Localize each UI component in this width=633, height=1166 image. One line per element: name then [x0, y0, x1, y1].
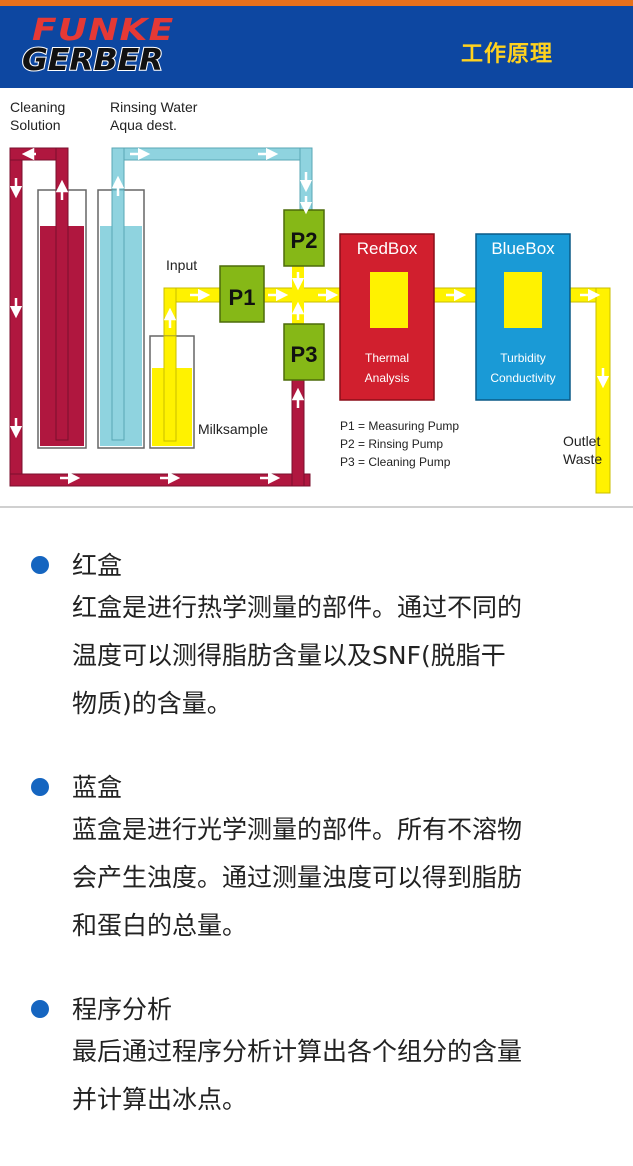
- section-body: 最后通过程序分析计算出各个组分的含量 并计算出冰点。: [72, 1028, 613, 1124]
- legend-p2: P2 = Rinsing Pump: [340, 437, 443, 451]
- milksample-label: Milksample: [198, 421, 268, 437]
- flow-arrows: [9, 147, 610, 485]
- page-title: 工作原理: [460, 42, 553, 67]
- bluebox-sub-2: Conductivity: [490, 371, 555, 385]
- bullet-dot: [31, 778, 49, 796]
- section-line: 和蛋白的总量。: [72, 911, 248, 940]
- section-line: 红盒是进行热学测量的部件。通过不同的: [72, 593, 523, 622]
- funke-gerber-logo: FUNKE GERBER: [21, 14, 173, 80]
- pump-p2: P2: [283, 209, 325, 267]
- section-bluebox: 蓝盒 蓝盒是进行光学测量的部件。所有不溶物 会产生浊度。通过测量浊度可以得到脂肪…: [0, 770, 633, 950]
- section-line: 并计算出冰点。: [72, 1085, 248, 1114]
- redbox-sub-2: Analysis: [365, 371, 410, 385]
- redbox-title: RedBox: [357, 239, 418, 258]
- pump-p3-label: P3: [291, 342, 318, 367]
- section-line: 温度可以测得脂肪含量以及SNF(脱脂干: [72, 641, 506, 670]
- divider: [0, 506, 633, 508]
- section-title: 程序分析: [72, 995, 173, 1024]
- cleaning-label-1: Cleaning: [10, 99, 65, 115]
- outlet-label-2: Waste: [563, 451, 602, 467]
- section-title: 红盒: [72, 551, 123, 580]
- bullet-dot: [31, 556, 49, 574]
- pump-p1-label: P1: [229, 285, 256, 310]
- rinsing-label-1: Rinsing Water: [110, 99, 198, 115]
- section-line: 会产生浊度。通过测量浊度可以得到脂肪: [72, 863, 523, 892]
- pump-p3: P3: [283, 323, 325, 381]
- section-body: 红盒是进行热学测量的部件。通过不同的 温度可以测得脂肪含量以及SNF(脱脂干 物…: [72, 584, 613, 728]
- legend-p1: P1 = Measuring Pump: [340, 419, 459, 433]
- outlet-label-1: Outlet: [563, 433, 600, 449]
- section-body: 蓝盒是进行光学测量的部件。所有不溶物 会产生浊度。通过测量浊度可以得到脂肪 和蛋…: [72, 806, 613, 950]
- bluebox-sub-1: Turbidity: [500, 351, 546, 365]
- pump-p1: P1: [219, 265, 265, 323]
- rinsing-label-2: Aqua dest.: [110, 117, 177, 133]
- logo-line-2: GERBER: [21, 43, 165, 79]
- redbox: RedBox Thermal Analysis: [339, 233, 435, 401]
- section-program-analysis: 程序分析 最后通过程序分析计算出各个组分的含量 并计算出冰点。: [0, 992, 633, 1124]
- top-accent-stripe: [0, 0, 633, 6]
- bluebox: BlueBox Turbidity Conductivity: [475, 233, 571, 401]
- bluebox-title: BlueBox: [491, 239, 555, 258]
- input-label: Input: [166, 257, 197, 273]
- description-sections: 红盒 红盒是进行热学测量的部件。通过不同的 温度可以测得脂肪含量以及SNF(脱脂…: [0, 548, 633, 1166]
- header-banner: FUNKE GERBER 工作原理: [0, 6, 633, 88]
- section-line: 物质)的含量。: [72, 689, 232, 718]
- pump-p2-label: P2: [291, 228, 318, 253]
- bullet-dot: [31, 1000, 49, 1018]
- section-title: 蓝盒: [72, 773, 123, 802]
- section-line: 最后通过程序分析计算出各个组分的含量: [72, 1037, 523, 1066]
- cleaning-label-2: Solution: [10, 117, 61, 133]
- legend-p3: P3 = Cleaning Pump: [340, 455, 451, 469]
- redbox-sub-1: Thermal: [365, 351, 409, 365]
- section-line: 蓝盒是进行光学测量的部件。所有不溶物: [72, 815, 523, 844]
- logo-line-1: FUNKE: [32, 13, 175, 48]
- working-principle-diagram: Cleaning Solution Rinsing Water Aqua des…: [0, 88, 633, 506]
- section-redbox: 红盒 红盒是进行热学测量的部件。通过不同的 温度可以测得脂肪含量以及SNF(脱脂…: [0, 548, 633, 728]
